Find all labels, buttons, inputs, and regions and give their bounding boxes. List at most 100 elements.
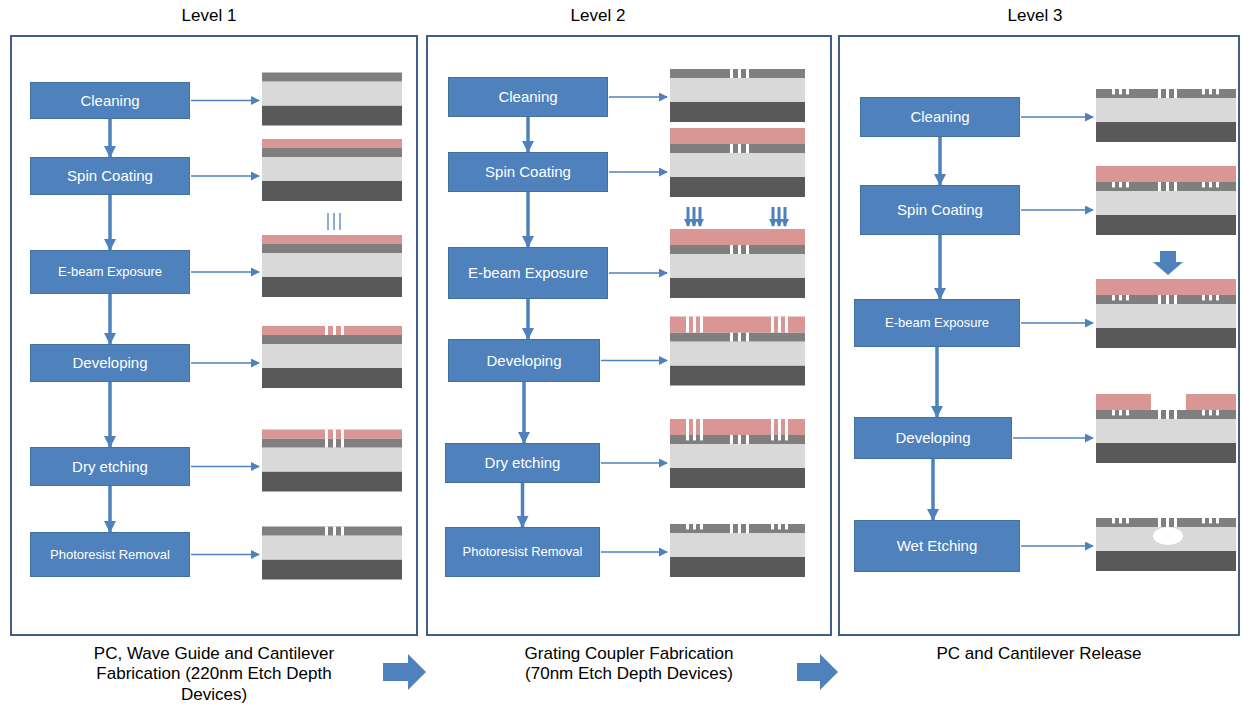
cross-section: [1013, 394, 1236, 463]
resist-opening: [778, 419, 781, 435]
level-panel: Level 3PC and Cantilever ReleaseCleaning…: [838, 35, 1240, 636]
process-box: Developing: [854, 417, 1012, 459]
flow-arrow: [108, 382, 112, 447]
oxide-layer: [670, 533, 805, 557]
etched-trench: [1174, 518, 1177, 527]
resist-layer: [670, 128, 805, 144]
etched-trench: [1158, 89, 1161, 98]
level-caption: Grating Coupler Fabrication (70nm Etch D…: [514, 644, 744, 685]
substrate-layer: [670, 278, 805, 298]
oxide-layer: [262, 82, 402, 106]
flow-arrow: [938, 137, 942, 185]
flow-arrow: [108, 486, 112, 532]
resist-opening: [778, 317, 781, 333]
silicon-layer: [670, 245, 805, 254]
pointer-arrow: [191, 100, 259, 102]
etched-trench: [1112, 518, 1115, 523]
etched-trench: [1126, 518, 1129, 523]
silicon-layer: [262, 335, 402, 344]
flow-arrow: [526, 192, 530, 247]
cross-section: [191, 213, 402, 297]
etched-trench: [1202, 410, 1205, 415]
oxide-layer: [1096, 419, 1236, 443]
oxide-layer: [262, 253, 402, 277]
resist-layer: [1096, 166, 1236, 182]
block-arrow: [797, 654, 838, 690]
etched-trench: [1209, 182, 1212, 187]
oxide-layer: [1096, 304, 1236, 328]
etched-trench: [1158, 295, 1161, 304]
ebeam-arrow: [687, 207, 690, 226]
etched-trench: [778, 435, 781, 440]
etched-trench: [1216, 410, 1219, 415]
substrate-layer: [262, 472, 402, 492]
process-box: E-beam Exposure: [448, 247, 608, 299]
etched-trench: [1126, 89, 1129, 94]
etched-trench: [730, 144, 733, 153]
ebeam-block-arrow: [1153, 251, 1183, 275]
silicon-layer: [262, 439, 402, 448]
etched-trench: [1158, 518, 1161, 527]
substrate-layer: [262, 560, 402, 580]
process-box: Cleaning: [860, 97, 1020, 137]
etched-trench: [1126, 182, 1129, 187]
etched-trench: [325, 527, 328, 536]
resist-layer: [1096, 394, 1236, 410]
oxide-layer: [1096, 191, 1236, 215]
pointer-arrow: [609, 171, 667, 173]
cross-section: [601, 317, 805, 386]
oxide-layer: [1096, 98, 1236, 122]
etched-trench: [1166, 182, 1169, 191]
flow-arrow: [522, 382, 526, 443]
release-void: [1153, 527, 1183, 545]
resist-opening: [333, 326, 336, 335]
etched-trench: [325, 439, 328, 448]
silicon-layer: [1096, 295, 1236, 304]
resist-layer: [1096, 279, 1236, 295]
substrate-layer: [670, 557, 805, 577]
cross-section: [601, 524, 805, 577]
etched-trench: [746, 69, 749, 78]
cross-section: [1021, 166, 1236, 235]
etched-trench: [1112, 89, 1115, 94]
oxide-layer: [1096, 527, 1236, 551]
etched-trench: [1202, 182, 1205, 187]
step-label: Dry etching: [485, 454, 561, 472]
process-box: E-beam Exposure: [30, 250, 190, 294]
etched-trench: [1119, 182, 1122, 187]
etched-trench: [746, 524, 749, 533]
flow-arrow: [935, 347, 939, 417]
process-box: Cleaning: [30, 82, 190, 119]
silicon-layer: [1096, 89, 1236, 98]
etched-trench: [1174, 295, 1177, 304]
etched-trench: [693, 435, 696, 440]
pointer-arrow: [1021, 322, 1093, 324]
cross-section: [609, 207, 805, 298]
substrate-layer: [1096, 328, 1236, 348]
resist-opening: [325, 430, 328, 439]
silicon-layer: [262, 244, 402, 253]
substrate-layer: [1096, 551, 1236, 571]
resist-opening: [785, 317, 788, 333]
resist-opening: [333, 430, 336, 439]
oxide-layer: [262, 157, 402, 181]
resist-opening: [771, 419, 774, 435]
etched-trench: [333, 527, 336, 536]
step-label: Dry etching: [72, 458, 148, 476]
step-label: Spin Coating: [485, 163, 571, 181]
flow-arrow: [108, 195, 112, 250]
level-caption: PC, Wave Guide and Cantilever Fabricatio…: [89, 644, 339, 705]
etched-trench: [1112, 410, 1115, 415]
silicon-layer: [670, 524, 805, 533]
etched-trench: [1174, 182, 1177, 191]
flow-arrow: [526, 299, 530, 339]
oxide-layer: [262, 536, 402, 560]
ebeam-arrow: [772, 207, 775, 226]
etched-trench: [730, 245, 733, 254]
step-label: Cleaning: [80, 92, 139, 110]
silicon-layer: [1096, 410, 1236, 419]
step-label: E-beam Exposure: [468, 264, 588, 282]
process-box: Developing: [30, 344, 190, 382]
cross-section: [1021, 518, 1236, 571]
